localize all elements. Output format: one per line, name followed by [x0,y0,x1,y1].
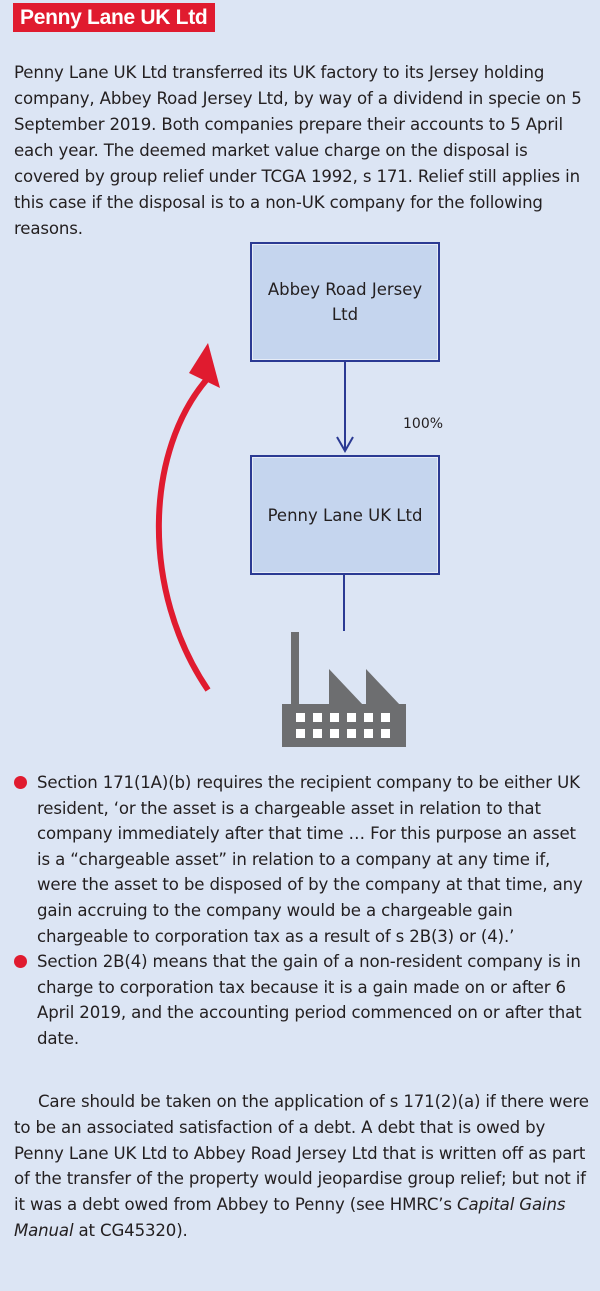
title-badge: Penny Lane UK Ltd [13,3,216,32]
group-structure-diagram: Abbey Road Jersey Ltd 100% Penny Lane UK… [155,242,444,747]
list-item: Section 171(1A)(b) requires the recipien… [0,770,600,949]
closing-text-start: Care should be taken on the application … [14,1092,589,1215]
ownership-percentage: 100% [403,416,444,432]
parent-company-label: Abbey Road Jersey Ltd [267,280,423,324]
factory-icon [282,632,406,747]
parent-company-box: Abbey Road Jersey Ltd [250,242,440,362]
closing-paragraph: Care should be taken on the application … [14,1089,594,1244]
intro-paragraph: Penny Lane UK Ltd transferred its UK fac… [14,63,582,238]
diagram-connectors [155,343,406,747]
subsidiary-company-label: Penny Lane UK Ltd [267,505,423,525]
curved-arrow-icon [155,343,220,692]
reasons-list: Section 171(1A)(b) requires the recipien… [0,770,600,1052]
bullet-icon [14,955,27,969]
list-item: Section 2B(4) means that the gain of a n… [0,949,600,1051]
manual-title: Capital Gains Manual [14,1195,566,1240]
closing-text-end: at CG45320). [73,1220,188,1240]
subsidiary-company-box: Penny Lane UK Ltd [250,455,440,575]
list-item-text: Section 171(1A)(b) requires the recipien… [37,773,583,946]
list-item-text: Section 2B(4) means that the gain of a n… [37,952,582,1048]
ownership-arrowhead-icon [336,436,354,454]
bullet-icon [14,776,27,789]
